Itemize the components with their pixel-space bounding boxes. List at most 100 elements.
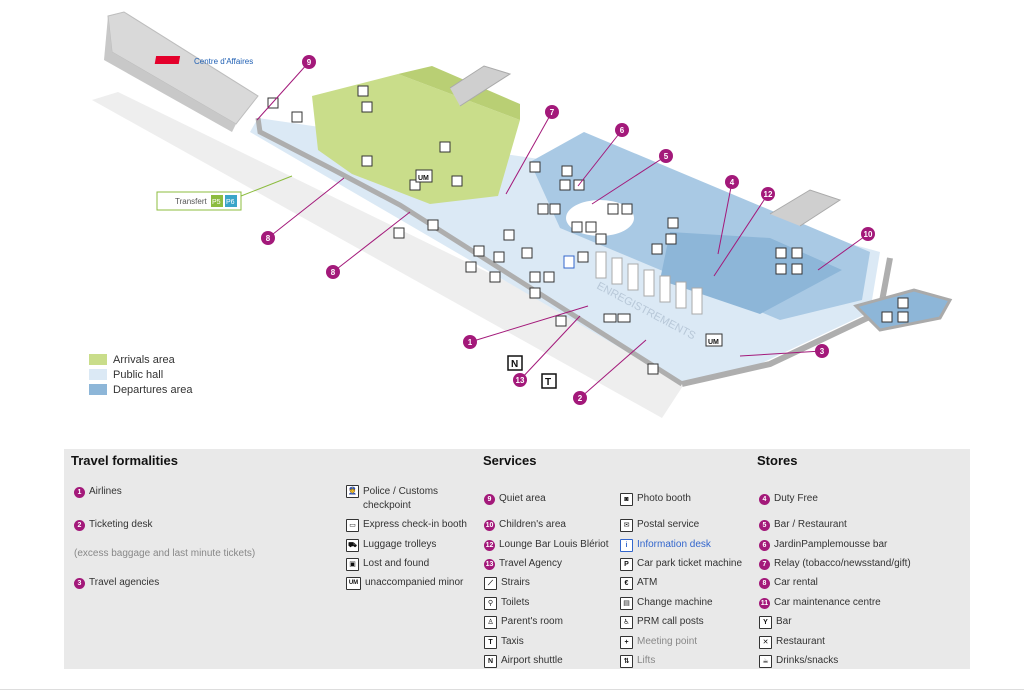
parking-p6: P6: [226, 199, 235, 206]
svg-text:9: 9: [307, 58, 312, 67]
pin-13: [513, 373, 527, 387]
legend-panel: Travel formalities 1 Airlines 2 Ticketin…: [64, 449, 970, 669]
travel-formalities-title: Travel formalities: [71, 453, 178, 468]
svg-text:1: 1: [468, 338, 473, 347]
legend-item-atm: €ATM: [620, 576, 657, 590]
luggage-trolley-icon: ⛟: [346, 538, 359, 552]
svg-text:8: 8: [266, 234, 271, 243]
pin-3: [815, 344, 829, 358]
annex-building: [853, 288, 953, 332]
page-bottom-divider: [0, 689, 1024, 690]
svg-text:T: T: [545, 377, 551, 388]
police-icon: 👮: [346, 485, 359, 498]
toilets-icon: ⚲: [484, 596, 497, 610]
legend-item-drinks: ☕Drinks/snacks: [759, 654, 838, 668]
svg-text:13: 13: [516, 376, 525, 385]
svg-text:10: 10: [864, 230, 873, 239]
lost-found-icon: ▣: [346, 557, 359, 571]
legend-item-luggage: ⛟ Luggage trolleys: [346, 538, 436, 552]
legend-item-travel-agencies: 3 Travel agencies: [74, 576, 159, 590]
stairs-icon: ⟋: [484, 576, 497, 590]
svg-text:Transfert: Transfert: [175, 197, 207, 206]
coffee-cup-icon: ☕: [759, 654, 772, 668]
envelope-icon: ✉: [620, 518, 633, 532]
office-building: [107, 11, 259, 125]
legend-item-meeting-point: +Meeting point: [620, 635, 697, 649]
legend-item-postal: ✉Postal service: [620, 518, 699, 532]
pin-4: [725, 175, 739, 189]
pin-8-center: [326, 265, 340, 279]
check-in-desks: [595, 251, 703, 315]
legend-item-parents-room: ♙Parent's room: [484, 615, 563, 629]
express-checkin-icon: ▭: [346, 518, 359, 532]
cocktail-icon: Y: [759, 615, 772, 629]
svg-text:UM: UM: [708, 339, 719, 346]
pin-9: [302, 55, 316, 69]
legend-item-um: UM unaccompanied minor: [346, 576, 463, 590]
legend-departures: Departures area: [89, 382, 193, 397]
pin-6: [615, 123, 629, 137]
legend-item-toilets: ⚲Toilets: [484, 596, 529, 610]
svg-text:4: 4: [730, 178, 735, 187]
swatch-public: [89, 369, 107, 380]
svg-text:3: 3: [820, 347, 825, 356]
swatch-arrivals: [89, 354, 107, 365]
info-desk-icon[interactable]: [563, 255, 575, 269]
svg-text:N: N: [511, 359, 518, 370]
info-icon: i: [620, 538, 633, 552]
pin-8-left: [261, 231, 275, 245]
legend-arrivals: Arrivals area: [89, 352, 193, 367]
svg-text:12: 12: [764, 190, 773, 199]
legend-public: Public hall: [89, 367, 193, 382]
legend-item-express-checkin: ▭ Express check-in booth: [346, 518, 467, 532]
taxi-icon: T: [484, 635, 497, 649]
taxi-icon: [541, 373, 557, 389]
cutlery-icon: ✕: [759, 635, 772, 649]
svg-text:6: 6: [620, 126, 625, 135]
legend-item-airlines: 1 Airlines: [74, 485, 122, 499]
atm-euro-icon: €: [620, 576, 633, 590]
runway-strip: [92, 92, 692, 418]
change-machine-icon: ▤: [620, 596, 633, 610]
legend-item-ticketing-note: (excess baggage and last minute tickets): [74, 548, 256, 559]
um-icon-2: [705, 333, 723, 347]
legend-item-prm: ♿PRM call posts: [620, 615, 704, 629]
location-pins[interactable]: 9 7 6 5 4 12 10 8 8 1 13 2 3: [261, 55, 875, 405]
lift-icon: ⇅: [620, 654, 633, 668]
map-color-legend: Arrivals area Public hall Departures are…: [89, 352, 193, 397]
um-icon: [415, 169, 433, 183]
legend-item-lost-found: ▣ Lost and found: [346, 557, 429, 571]
pin-12: [761, 187, 775, 201]
svg-text:2: 2: [578, 394, 583, 403]
wheelchair-icon: ♿: [620, 615, 633, 629]
pin-7: [545, 105, 559, 119]
legend-item-ticketing: 2 Ticketing desk: [74, 518, 153, 532]
pin-1: [463, 335, 477, 349]
shuttle-icon: N: [484, 654, 497, 668]
svg-text:7: 7: [550, 108, 555, 117]
meeting-point-icon: +: [620, 635, 633, 649]
legend-item-photo-booth: ◙Photo booth: [620, 492, 691, 506]
legend-item-lifts: ⇅Lifts: [620, 654, 655, 668]
facility-icons: [267, 85, 909, 375]
pin-5: [659, 149, 673, 163]
legend-item-restaurant: ✕Restaurant: [759, 635, 825, 649]
terminal-map[interactable]: Centre d'Affaires ENREGISTREMENTS Transf…: [0, 0, 1024, 420]
photo-booth-icon: ◙: [620, 492, 633, 506]
unaccompanied-minor-icon: UM: [346, 576, 361, 590]
shuttle-icon: [507, 355, 523, 371]
